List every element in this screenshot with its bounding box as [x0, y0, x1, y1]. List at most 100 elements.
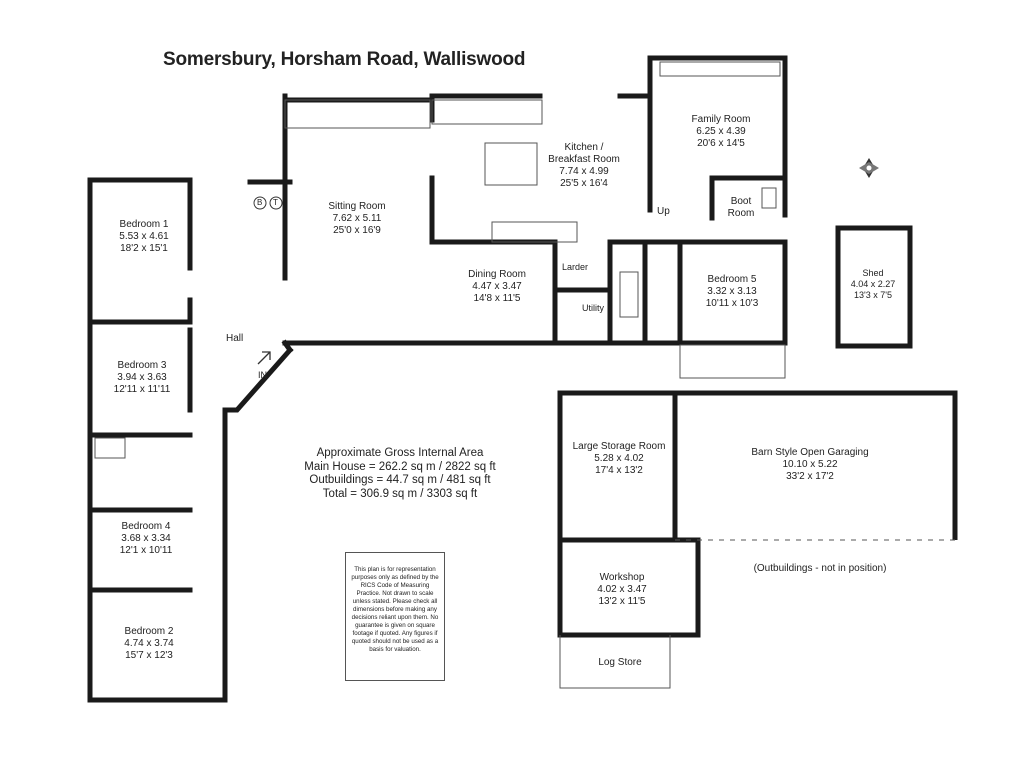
bath — [619, 271, 639, 318]
entry-arrow-icon — [257, 351, 271, 365]
bedroom5-imperial: 10'11 x 10'3 — [705, 298, 759, 309]
kitchen-island — [484, 142, 538, 186]
area-outbuildings: Outbuildings = 44.7 sq m / 481 sq ft — [309, 474, 491, 486]
kitchen-label: Kitchen / Breakfast Room 7.74 x 4.99 25'… — [548, 142, 620, 190]
utility-label: Utility — [582, 303, 604, 313]
property-title: Somersbury, Horsham Road, Walliswood — [163, 49, 526, 70]
bedroom2-name: Bedroom 2 — [124, 626, 174, 637]
sitting-room-name: Sitting Room — [328, 201, 386, 212]
bath-left — [94, 437, 126, 459]
bedroom3-metric: 3.94 x 3.63 — [117, 372, 167, 383]
boiler-label: B — [257, 198, 263, 207]
workshop-label: Workshop 4.02 x 3.47 13'2 x 11'5 — [597, 572, 646, 608]
bedroom2-metric: 4.74 x 3.74 — [124, 638, 174, 649]
barn-metric: 10.10 x 5.22 — [782, 459, 838, 470]
bedroom4-name: Bedroom 4 — [121, 521, 171, 532]
boot-room-name-2: Room — [727, 208, 755, 219]
bedroom4-top-wall — [87, 507, 193, 593]
dining-room-imperial: 14'8 x 11'5 — [473, 293, 521, 304]
compass-icon — [859, 158, 879, 178]
bedroom2-imperial: 15'7 x 12'3 — [125, 650, 173, 661]
workshop-name: Workshop — [599, 572, 645, 583]
kitchen-metric: 7.74 x 4.99 — [559, 166, 609, 177]
boot-room-label: Boot Room — [728, 196, 755, 220]
sitting-room-wall — [282, 93, 433, 281]
log-store-label: Log Store — [598, 657, 641, 669]
shed-name: Shed — [862, 268, 884, 278]
area-total: Total = 306.9 sq m / 3303 sq ft — [322, 487, 478, 500]
shed-metric: 4.04 x 2.27 — [850, 279, 896, 289]
sitting-room-label: Sitting Room 7.62 x 5.11 25'0 x 16'9 — [328, 201, 385, 237]
fixtures — [94, 61, 786, 459]
bedroom5-name: Bedroom 5 — [707, 274, 757, 285]
shed-walls — [835, 225, 913, 349]
dining-room-label: Dining Room 4.47 x 3.47 14'8 x 11'5 — [468, 269, 526, 305]
tank-icon — [269, 196, 283, 210]
kitchen-name-1: Kitchen / — [564, 142, 604, 153]
area-heading: Approximate Gross Internal Area — [316, 447, 484, 459]
workshop-imperial: 13'2 x 11'5 — [598, 596, 646, 607]
boot-sink — [761, 187, 777, 209]
dining-room-metric: 4.47 x 3.47 — [472, 281, 522, 292]
entrance-label: IN — [258, 370, 267, 380]
bedroom4-label: Bedroom 4 3.68 x 3.34 12'1 x 10'11 — [120, 521, 173, 557]
barn-wall — [675, 390, 958, 540]
family-room-metric: 6.25 x 4.39 — [696, 126, 746, 137]
bedroom1-imperial: 18'2 x 15'1 — [120, 243, 168, 254]
family-room-imperial: 20'6 x 14'5 — [697, 138, 745, 149]
disclaimer-box: This plan is for representation purposes… — [345, 552, 445, 681]
bedroom1-metric: 5.53 x 4.61 — [119, 231, 169, 242]
barn-label: Barn Style Open Garaging 10.10 x 5.22 33… — [751, 447, 868, 483]
main-bottom-wall — [282, 239, 788, 346]
kitchen-name-2: Breakfast Room — [548, 154, 620, 165]
hall-entrance-wall — [222, 339, 294, 413]
sitting-room-metric: 7.62 x 5.11 — [332, 213, 382, 224]
gross-internal-area: Approximate Gross Internal Area Main Hou… — [304, 447, 495, 501]
tank-label: T — [273, 198, 278, 207]
stairs-up-label: Up — [657, 206, 670, 217]
boot-room-wall — [709, 175, 788, 221]
bedroom4-imperial: 12'1 x 10'11 — [119, 545, 173, 556]
family-room-name: Family Room — [691, 114, 751, 125]
hall-label: Hall — [226, 333, 244, 344]
bedroom3-label: Bedroom 3 3.94 x 3.63 12'11 x 11'11 — [114, 360, 171, 396]
left-wing-outer-wall — [87, 177, 228, 703]
dining-room-name: Dining Room — [468, 269, 526, 280]
family-room-label: Family Room 6.25 x 4.39 20'6 x 14'5 — [692, 114, 751, 150]
barn-name: Barn Style Open Garaging — [751, 447, 869, 458]
shed-imperial: 13'3 x 7'5 — [854, 290, 892, 300]
area-main-house: Main House = 262.2 sq m / 2822 sq ft — [304, 460, 496, 473]
bedroom5-bay — [679, 344, 786, 379]
shed-label: Shed 4.04 x 2.27 13'3 x 7'5 — [851, 268, 896, 301]
storage-room-label: Large Storage Room 5.28 x 4.02 17'4 x 13… — [573, 441, 666, 477]
log-store-name: Log Store — [598, 657, 642, 668]
bedroom1-label: Bedroom 1 5.53 x 4.61 18'2 x 15'1 — [119, 219, 168, 255]
bedroom2-label: Bedroom 2 4.74 x 3.74 15'7 x 12'3 — [124, 626, 173, 662]
kitchen-imperial: 25'5 x 16'4 — [560, 178, 608, 189]
kitchen-worktop-bottom — [491, 221, 578, 243]
bedroom5-label: Bedroom 5 3.32 x 3.13 10'11 x 10'3 — [706, 274, 759, 310]
larder-label: Larder — [562, 262, 589, 272]
bedroom1-name: Bedroom 1 — [119, 219, 169, 230]
storage-room-metric: 5.28 x 4.02 — [594, 453, 644, 464]
bedroom5-metric: 3.32 x 3.13 — [707, 286, 757, 297]
family-window-bay — [659, 61, 781, 77]
bedroom4-metric: 3.68 x 3.34 — [121, 533, 171, 544]
bedroom3-imperial: 12'11 x 11'11 — [113, 384, 171, 395]
conservatory-top — [284, 99, 431, 129]
barn-imperial: 33'2 x 17'2 — [786, 471, 834, 482]
sitting-room-imperial: 25'0 x 16'9 — [333, 225, 381, 236]
boiler-icon — [253, 196, 267, 210]
family-room-wall — [647, 55, 788, 218]
storage-room-imperial: 17'4 x 13'2 — [595, 465, 643, 476]
outbuildings-note: (Outbuildings - not in position) — [753, 563, 887, 574]
bedroom5-wall — [677, 239, 788, 346]
bedroom3-name: Bedroom 3 — [117, 360, 167, 371]
boot-room-name-1: Boot — [730, 196, 752, 207]
storage-room-name: Large Storage Room — [572, 441, 666, 452]
log-store-outline — [559, 635, 671, 689]
workshop-wall — [557, 537, 701, 638]
workshop-metric: 4.02 x 3.47 — [597, 584, 647, 595]
worktop-top — [431, 99, 543, 125]
